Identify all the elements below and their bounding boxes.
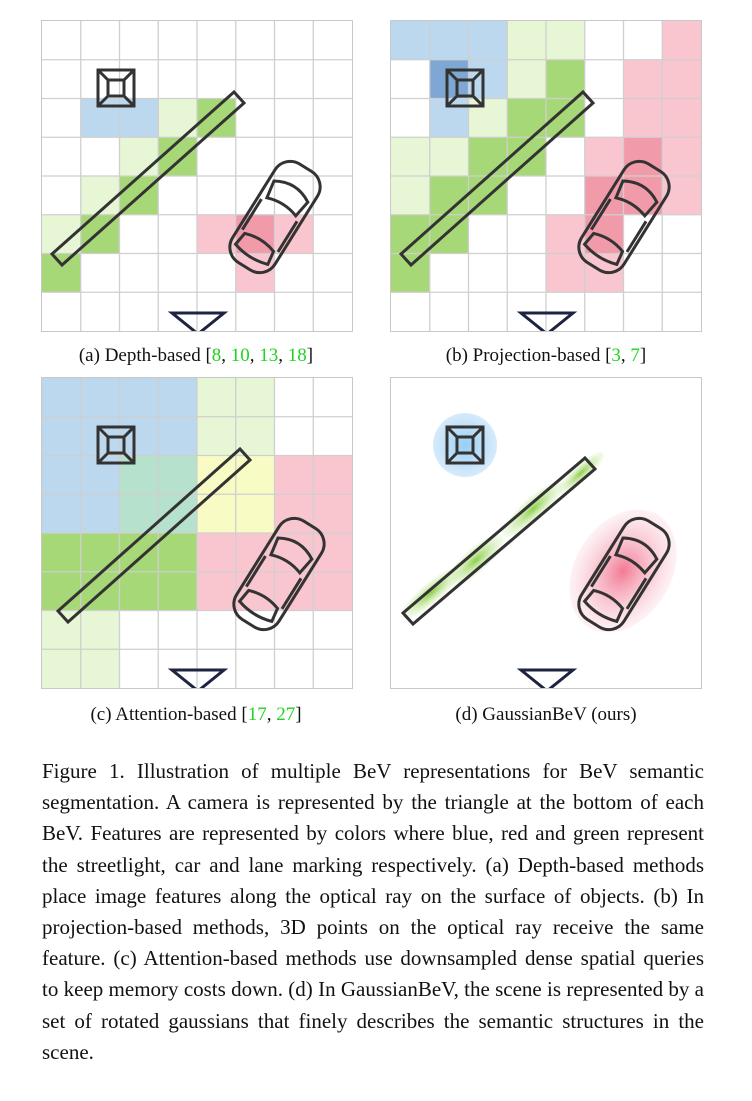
camera-triangle-icon	[516, 668, 578, 688]
citation-link[interactable]: 3	[611, 345, 621, 366]
citation-link[interactable]: 13	[259, 345, 279, 366]
panel-depth-based	[41, 20, 353, 332]
caption-label: (c) Attention-based	[90, 704, 237, 725]
streetlight-icon	[445, 68, 485, 108]
caption-label: (b) Projection-based	[445, 345, 601, 366]
caption-label: (a) Depth-based	[78, 345, 201, 366]
panel-attention-based	[41, 377, 353, 689]
panel-projection-based	[390, 20, 702, 332]
car-icon	[228, 159, 322, 275]
camera-triangle-icon	[167, 311, 229, 331]
lane-marking-icon	[398, 89, 596, 268]
citation-link[interactable]: 10	[230, 345, 250, 366]
caption-label: (d) GaussianBeV (ours)	[455, 704, 637, 725]
caption-c: (c) Attention-based [17, 27]	[90, 704, 302, 725]
bev-grid	[391, 21, 701, 331]
citation-link[interactable]: 7	[630, 345, 640, 366]
caption-a: (a) Depth-based [8, 10, 13, 18]	[78, 345, 314, 366]
car-icon	[577, 516, 671, 632]
car-icon	[232, 516, 326, 632]
camera-triangle-icon	[516, 311, 578, 331]
streetlight-icon	[96, 68, 136, 108]
citation-link[interactable]: 18	[287, 345, 307, 366]
streetlight-icon	[96, 425, 136, 465]
caption-b: (b) Projection-based [3, 7]	[445, 345, 647, 366]
gaussians	[401, 413, 677, 633]
streetlight-icon	[445, 425, 485, 465]
camera-triangle-icon	[167, 668, 229, 688]
lane-marking-icon	[49, 89, 247, 268]
car-icon	[577, 159, 671, 275]
feature-cells	[42, 98, 314, 293]
lane-marking-icon	[55, 446, 253, 625]
figure-caption: Figure 1. Illustration of multiple BeV r…	[42, 759, 704, 1064]
citation-link[interactable]: 17	[247, 704, 267, 725]
panel-gaussianbev	[390, 377, 702, 689]
bev-grid	[42, 21, 352, 331]
citation-link[interactable]: 27	[276, 704, 296, 725]
citation-link[interactable]: 8	[211, 345, 222, 366]
caption-d: (d) GaussianBeV (ours)	[376, 704, 716, 726]
lane-marking-icon	[400, 455, 598, 627]
